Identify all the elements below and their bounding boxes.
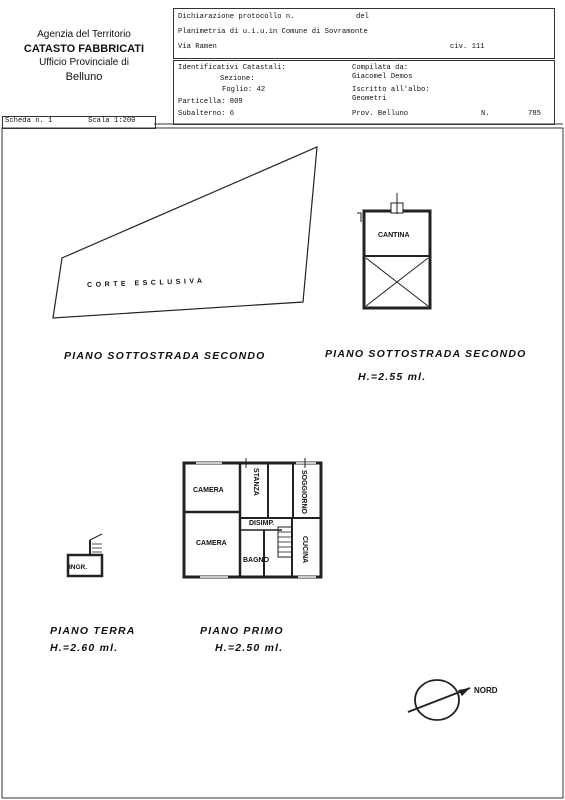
header-top-box: [173, 8, 555, 59]
iscritto-label: Iscritto all'albo:: [352, 86, 430, 94]
room-disimpegno: DISIMP.: [249, 520, 275, 527]
planimetria-text: Planimetria di u.i.u.in Comune di Sovram…: [178, 28, 368, 36]
room-camera-lower: CAMERA: [196, 540, 227, 547]
scala-text: Scala 1:200: [88, 117, 136, 125]
civ-text: civ. 111: [450, 43, 485, 51]
subalterno-text: Subalterno: 6: [178, 110, 235, 118]
ufficio-label: Ufficio Provinciale di: [39, 57, 129, 68]
sezione-text: Sezione:: [220, 75, 255, 83]
agency-name: Agenzia del Territorio: [37, 29, 131, 40]
piano-terra-ingresso: [66, 533, 104, 578]
north-arrow-icon: [407, 679, 471, 721]
piano-primo-label: PIANO PRIMO: [200, 625, 284, 637]
n-label: N.: [481, 110, 490, 118]
room-cucina: CUCINA: [301, 536, 308, 564]
cantina-block: [357, 193, 432, 310]
room-stanza: STANZA: [252, 468, 259, 496]
catasto-title: CATASTO FABBRICATI: [23, 43, 145, 55]
piano-sottostrada-right-label: PIANO SOTTOSTRADA SECONDO: [325, 348, 527, 360]
decl-label: Dichiarazione protocollo n.: [178, 13, 295, 21]
room-soggiorno: SOGGIORNO: [300, 470, 307, 514]
decl-del: del: [356, 13, 369, 21]
cantina-label: CANTINA: [378, 232, 410, 239]
compilata-label: Compilata da:: [352, 64, 409, 72]
height-260-label: H.=2.60 ml.: [50, 642, 119, 654]
height-255-label: H.=2.55 ml.: [358, 371, 427, 383]
n-value: 785: [528, 110, 541, 118]
ingresso-label: INGR.: [69, 564, 88, 571]
height-250-label: H.=2.50 ml.: [215, 642, 284, 654]
prov-text: Prov. Belluno: [352, 110, 409, 118]
piano-sottostrada-left-label: PIANO SOTTOSTRADA SECONDO: [64, 350, 266, 362]
particella-text: Particella: 809: [178, 98, 243, 106]
piano-terra-label: PIANO TERRA: [50, 625, 136, 637]
corte-esclusiva-outline: [52, 146, 318, 319]
room-camera-upper: CAMERA: [193, 487, 224, 494]
via-text: Via Ramen: [178, 43, 217, 51]
ufficio-city: Belluno: [65, 71, 103, 83]
foglio-text: Foglio: 42: [222, 86, 266, 94]
scheda-text: Scheda n. 1: [5, 117, 53, 125]
agency-block: Agenzia del Territorio CATASTO FABBRICAT…: [14, 28, 154, 84]
ident-title: Identificativi Catastali:: [178, 64, 286, 72]
room-bagno: BAGNO: [243, 557, 270, 564]
compilata-name: Giacomel Demos: [352, 73, 413, 81]
iscritto-value: Geometri: [352, 95, 387, 103]
piano-primo-plan: [182, 458, 323, 579]
nord-label: NORD: [474, 686, 498, 695]
